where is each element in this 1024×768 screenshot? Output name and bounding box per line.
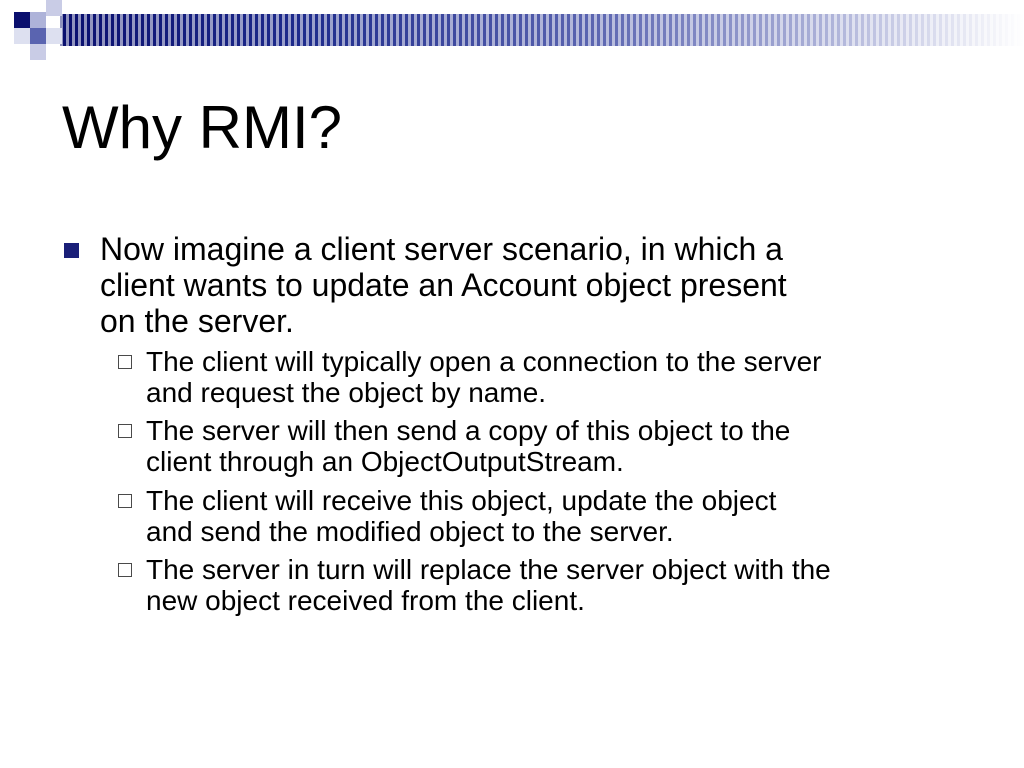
- hollow-square-icon: [118, 355, 132, 369]
- header-banner: [0, 0, 1024, 60]
- sub-bullet-line: and send the modified object to the serv…: [146, 516, 674, 547]
- main-bullet-line: on the server.: [100, 303, 294, 339]
- sub-bullet-line: client through an ObjectOutputStream.: [146, 446, 624, 477]
- sub-bullet-line: and request the object by name.: [146, 377, 547, 408]
- decorative-square-icon: [30, 44, 46, 60]
- sub-bullet: The server will then send a copy of this…: [146, 415, 986, 477]
- decorative-square-icon: [30, 28, 46, 44]
- sub-bullet-line: The client will typically open a connect…: [146, 346, 822, 377]
- sub-bullet-line: The server will then send a copy of this…: [146, 415, 791, 446]
- sub-bullet-line: The client will receive this object, upd…: [146, 485, 777, 516]
- main-bullet: Now imagine a client server scenario, in…: [100, 231, 980, 339]
- decorative-square-icon: [14, 12, 30, 28]
- decorative-square-icon: [30, 12, 46, 28]
- decorative-square-icon: [46, 28, 62, 44]
- sub-bullet: The server in turn will replace the serv…: [146, 554, 986, 616]
- hollow-square-icon: [118, 494, 132, 508]
- slide-title: Why RMI?: [62, 94, 343, 161]
- hollow-square-icon: [118, 563, 132, 577]
- main-bullet-line: Now imagine a client server scenario, in…: [100, 231, 783, 267]
- decorative-square-icon: [14, 28, 30, 44]
- sub-bullet: The client will receive this object, upd…: [146, 485, 986, 547]
- banner-stripe: [60, 14, 1024, 46]
- decorative-square-icon: [46, 0, 62, 16]
- sub-bullet-line: The server in turn will replace the serv…: [146, 554, 831, 585]
- sub-bullet-line: new object received from the client.: [146, 585, 585, 616]
- hollow-square-icon: [118, 424, 132, 438]
- sub-bullet: The client will typically open a connect…: [146, 346, 986, 408]
- main-bullet-line: client wants to update an Account object…: [100, 267, 787, 303]
- filled-square-icon: [64, 243, 79, 258]
